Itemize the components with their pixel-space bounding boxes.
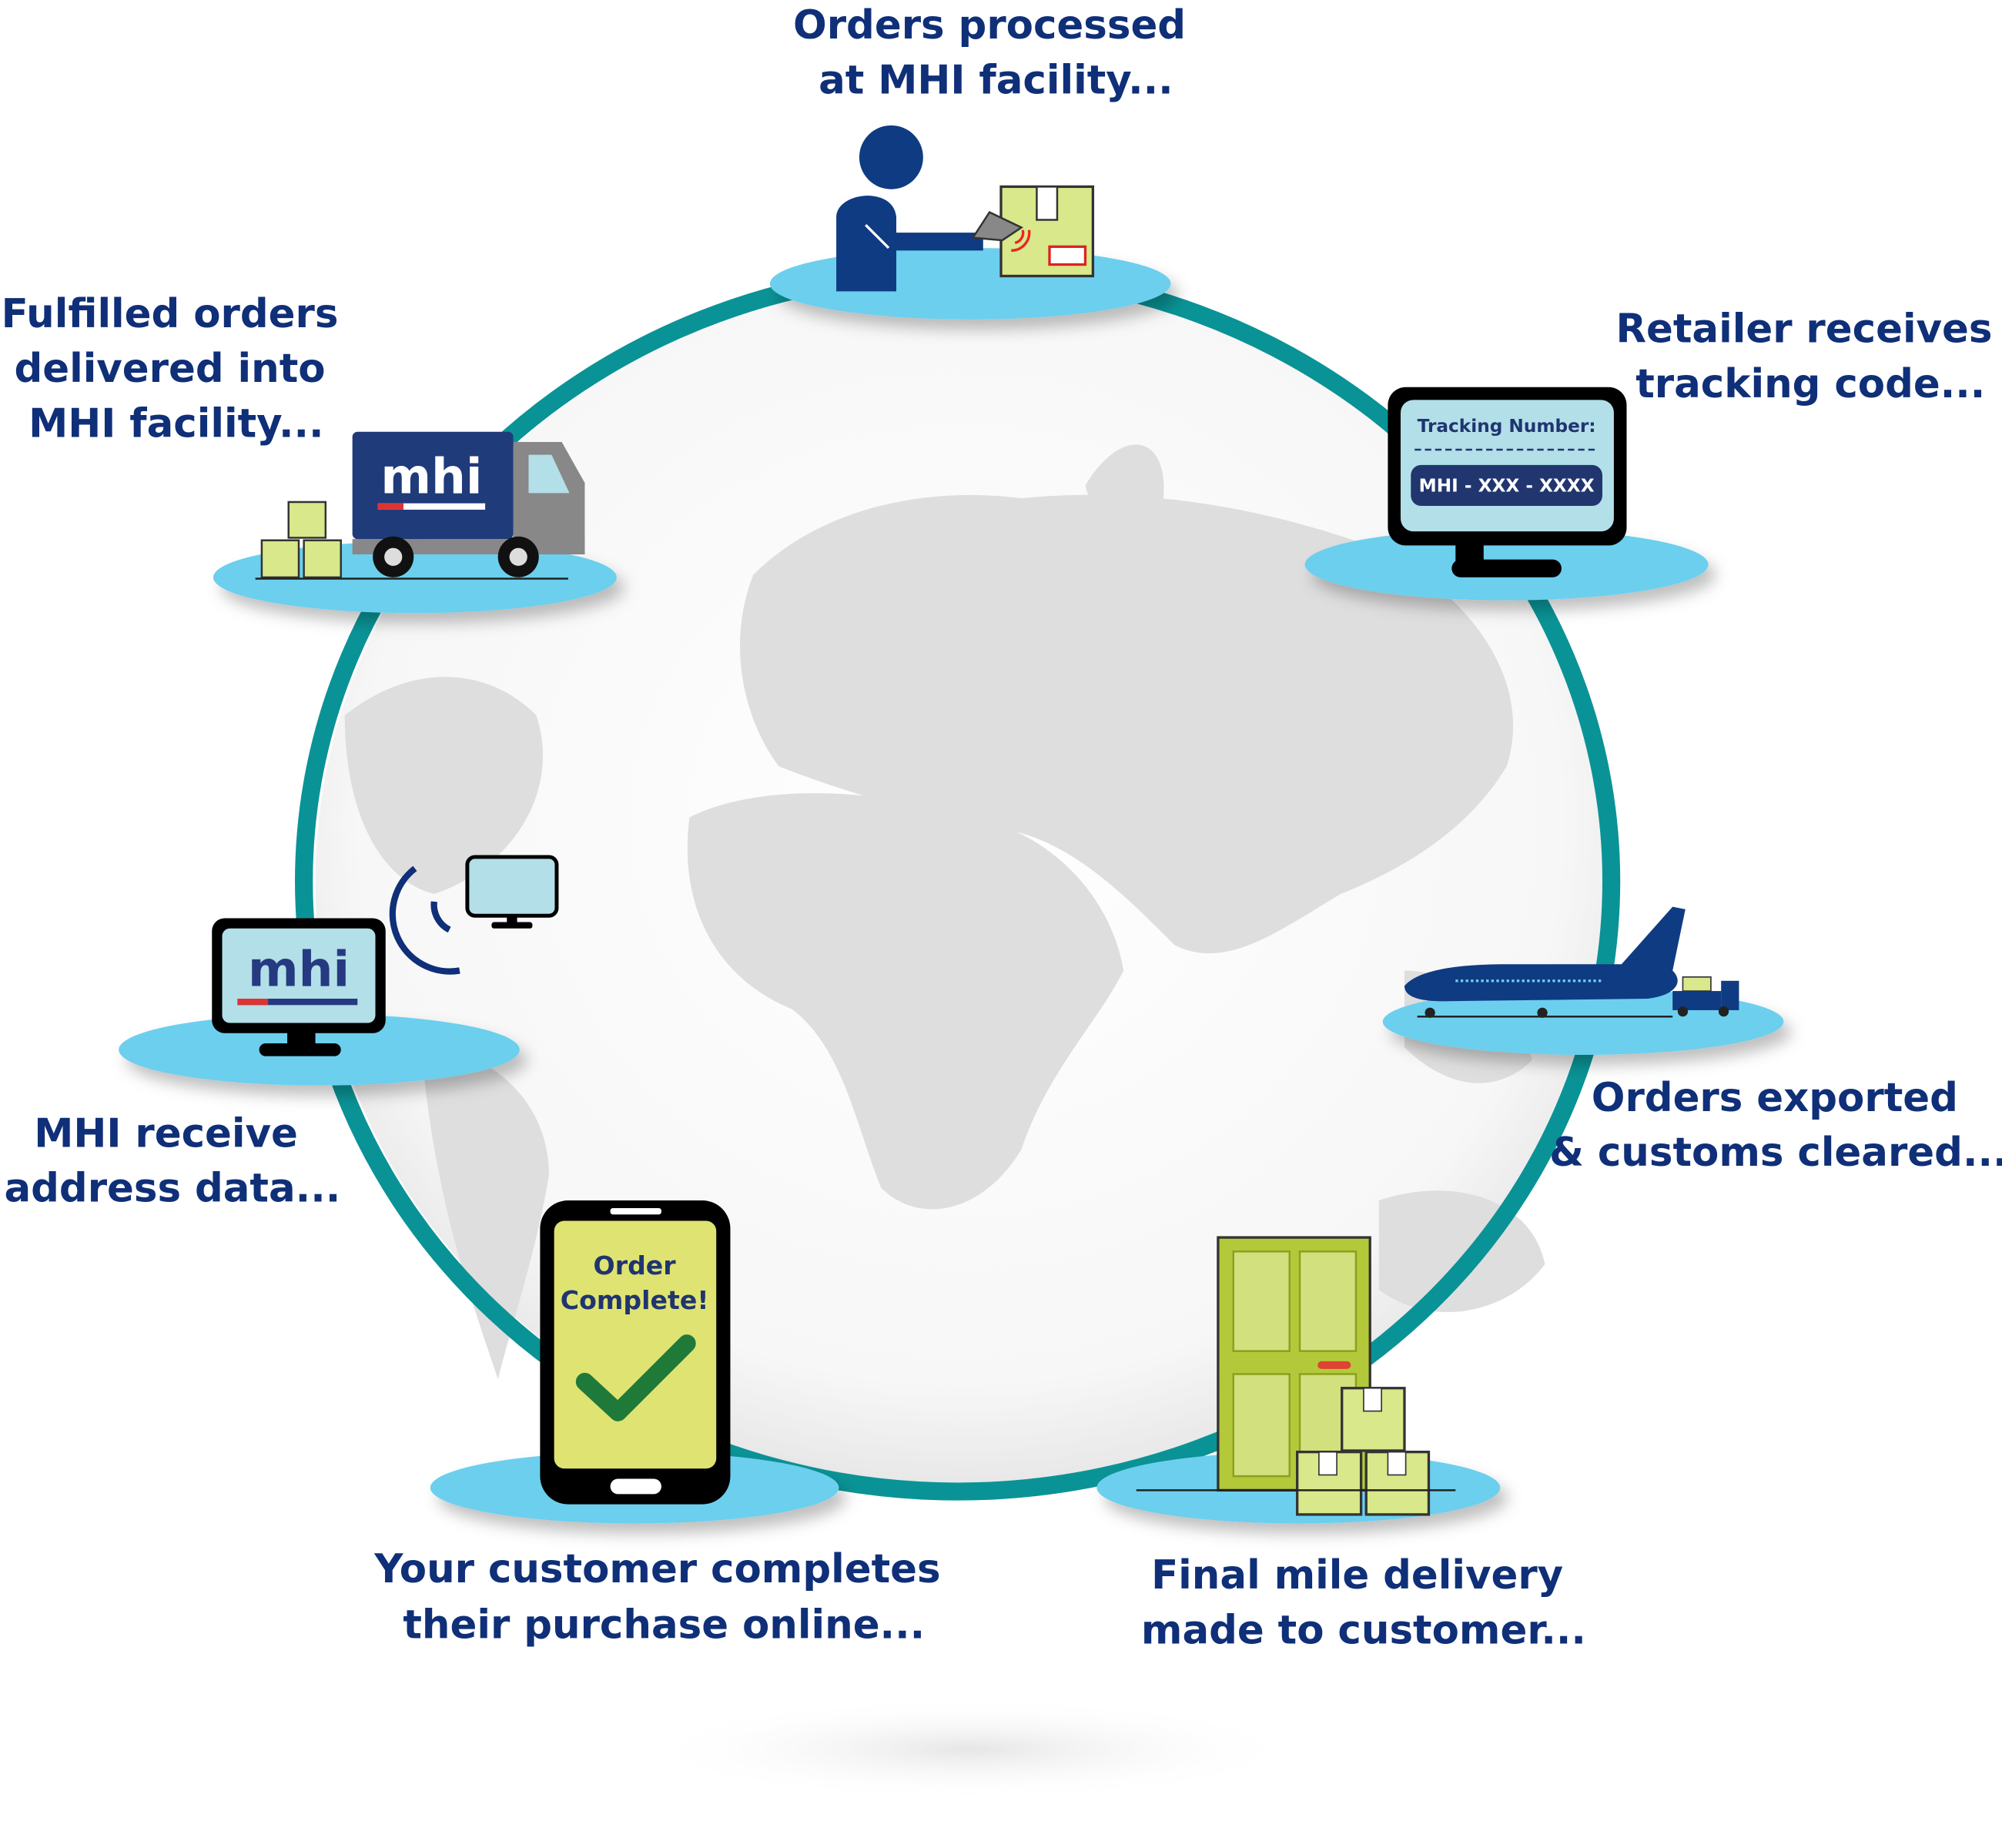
step-purchase-line2: their purchase online... (403, 1602, 925, 1649)
step-processed-line2: at MHI facility... (819, 57, 1173, 103)
package-icon (999, 185, 1095, 278)
person-scanning-icon (836, 125, 1095, 292)
globe-map (315, 278, 1605, 1485)
step-tracking-line2: tracking code... (1635, 361, 1985, 407)
package-icon (1296, 1387, 1431, 1516)
step-address-line1: MHI receive (34, 1110, 298, 1157)
step-fulfilled-line3: MHI facility... (28, 400, 323, 447)
phone-line1: Order (594, 1250, 677, 1281)
monitor-icon (465, 855, 559, 929)
mhi-logo: mhi (248, 941, 350, 997)
package-icon (260, 500, 342, 579)
check-icon (575, 1334, 696, 1421)
step-tracking-line1: Retailer receives (1615, 306, 1992, 353)
tracking-number-label: Tracking Number: (1418, 416, 1596, 437)
step-fulfilled-line2: delivered into (14, 346, 325, 392)
step-address-line2: address data... (4, 1166, 340, 1212)
mhi-logo: mhi (380, 448, 482, 504)
monitor-icon: Tracking Number: MHI - XXX - XXXX (1388, 387, 1627, 578)
wifi-signal-icon (389, 865, 460, 975)
step-exported-line2: & customs cleared... (1549, 1130, 2002, 1176)
phone-line2: Complete! (561, 1285, 709, 1315)
smartphone-icon: Order Complete! (540, 1200, 731, 1505)
truck-icon: mhi (352, 431, 585, 578)
truck-icon (1672, 976, 1739, 1017)
door-icon (1217, 1236, 1371, 1492)
monitor-icon: mhi (212, 918, 386, 1056)
ground-shadow (638, 1698, 1303, 1801)
step-processed-line1: Orders processed (793, 2, 1186, 49)
step-purchase-line1: Your customer completes (373, 1546, 940, 1592)
step-final-mile-line2: made to customer... (1141, 1607, 1586, 1653)
step-exported-line1: Orders exported (1592, 1075, 1958, 1121)
tracking-number-value: MHI - XXX - XXXX (1419, 476, 1595, 497)
step-final-mile-line1: Final mile delivery (1151, 1552, 1563, 1599)
airplane-icon (1404, 906, 1686, 1018)
step-fulfilled-line1: Fulfilled orders (2, 291, 339, 337)
